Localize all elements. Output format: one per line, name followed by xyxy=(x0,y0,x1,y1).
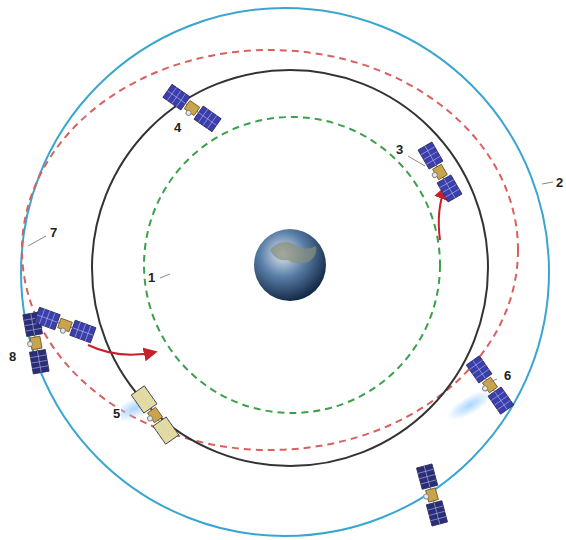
earth xyxy=(254,229,326,301)
callout-number: 5 xyxy=(112,407,121,420)
callout-number: 1 xyxy=(147,271,156,284)
satellite xyxy=(131,386,179,445)
middle-orbit xyxy=(92,70,488,466)
leader-line xyxy=(408,156,425,166)
callout-number: 6 xyxy=(503,369,512,382)
outer-orbit xyxy=(21,8,549,536)
satellite xyxy=(416,464,447,526)
callout-number: 3 xyxy=(395,143,404,156)
leader-line xyxy=(160,274,170,278)
leader-line xyxy=(542,182,553,184)
inner-orbit xyxy=(144,117,440,413)
leader-line xyxy=(28,236,46,246)
earth-land xyxy=(270,242,316,264)
callout-number: 4 xyxy=(173,121,182,134)
transfer-orbit xyxy=(22,50,518,450)
leader-line xyxy=(490,379,497,382)
callout-number: 2 xyxy=(555,176,564,189)
satellite xyxy=(34,307,96,343)
satellite xyxy=(418,142,462,202)
satellite xyxy=(163,84,222,132)
satellite xyxy=(466,356,514,415)
maneuver-arrow xyxy=(88,345,155,355)
callout-number: 7 xyxy=(49,226,58,239)
callout-number: 8 xyxy=(8,350,17,363)
